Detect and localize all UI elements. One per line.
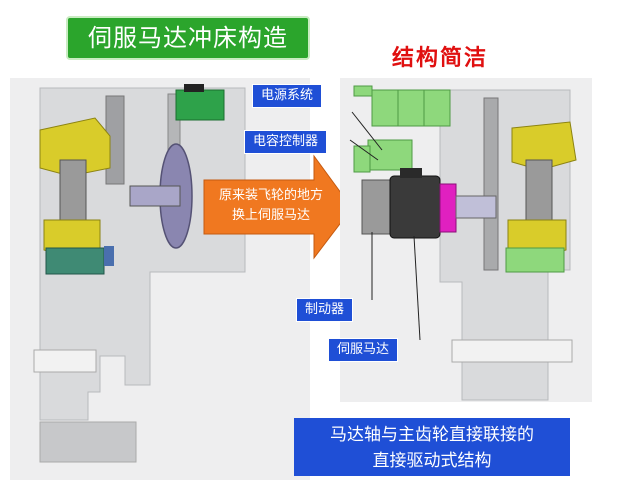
coupling bbox=[439, 183, 457, 233]
bottom-note-line1: 马达轴与主齿轮直接联接的 bbox=[330, 425, 534, 445]
servo-motor-body bbox=[389, 175, 441, 239]
left-base bbox=[39, 421, 137, 463]
brake-body bbox=[361, 179, 393, 235]
right-shaft bbox=[455, 195, 497, 219]
left-shaft bbox=[129, 185, 181, 207]
capacitor-cabinet bbox=[367, 139, 413, 171]
bottom-note: 马达轴与主齿轮直接联接的 直接驱动式结构 bbox=[294, 418, 570, 476]
label-power-system: 电源系统 bbox=[252, 84, 323, 108]
power-cabinet-2 bbox=[397, 89, 425, 127]
arrow-caption: 原来装飞轮的地方 换上伺服马达 bbox=[206, 186, 336, 226]
left-small-part bbox=[104, 246, 114, 266]
power-cabinet-top bbox=[353, 85, 373, 97]
right-belt bbox=[483, 97, 499, 271]
replace-arrow bbox=[203, 154, 353, 260]
left-slide-block bbox=[45, 247, 105, 275]
label-capacitor-controller: 电容控制器 bbox=[244, 130, 328, 154]
right-base-block bbox=[451, 339, 573, 363]
leader-capacitor bbox=[349, 139, 379, 161]
left-base-block bbox=[33, 349, 97, 373]
arrow-caption-line1: 原来装飞轮的地方 bbox=[218, 188, 323, 203]
power-cabinet-3 bbox=[423, 89, 451, 127]
arrow-caption-line2: 换上伺服马达 bbox=[231, 208, 310, 223]
page-title: 伺服马达冲床构造 bbox=[66, 16, 310, 60]
right-yellow-gear bbox=[511, 121, 577, 171]
capacitor-cabinet-side bbox=[353, 145, 371, 173]
left-motor-cap bbox=[184, 84, 204, 92]
label-brake: 制动器 bbox=[296, 298, 354, 322]
servo-motor-top bbox=[400, 168, 422, 178]
left-connecting-rod bbox=[59, 159, 87, 231]
left-yellow-gear bbox=[39, 117, 111, 177]
power-cabinet-1 bbox=[371, 89, 399, 127]
right-slide-block bbox=[505, 247, 565, 273]
leader-servo bbox=[413, 235, 421, 341]
right-press-servo bbox=[340, 78, 592, 402]
page-subtitle: 结构简洁 bbox=[392, 46, 489, 71]
leader-power bbox=[351, 111, 383, 151]
left-green-motor bbox=[175, 89, 225, 121]
label-servo-motor: 伺服马达 bbox=[328, 338, 399, 362]
bottom-note-line2: 直接驱动式结构 bbox=[372, 451, 492, 471]
